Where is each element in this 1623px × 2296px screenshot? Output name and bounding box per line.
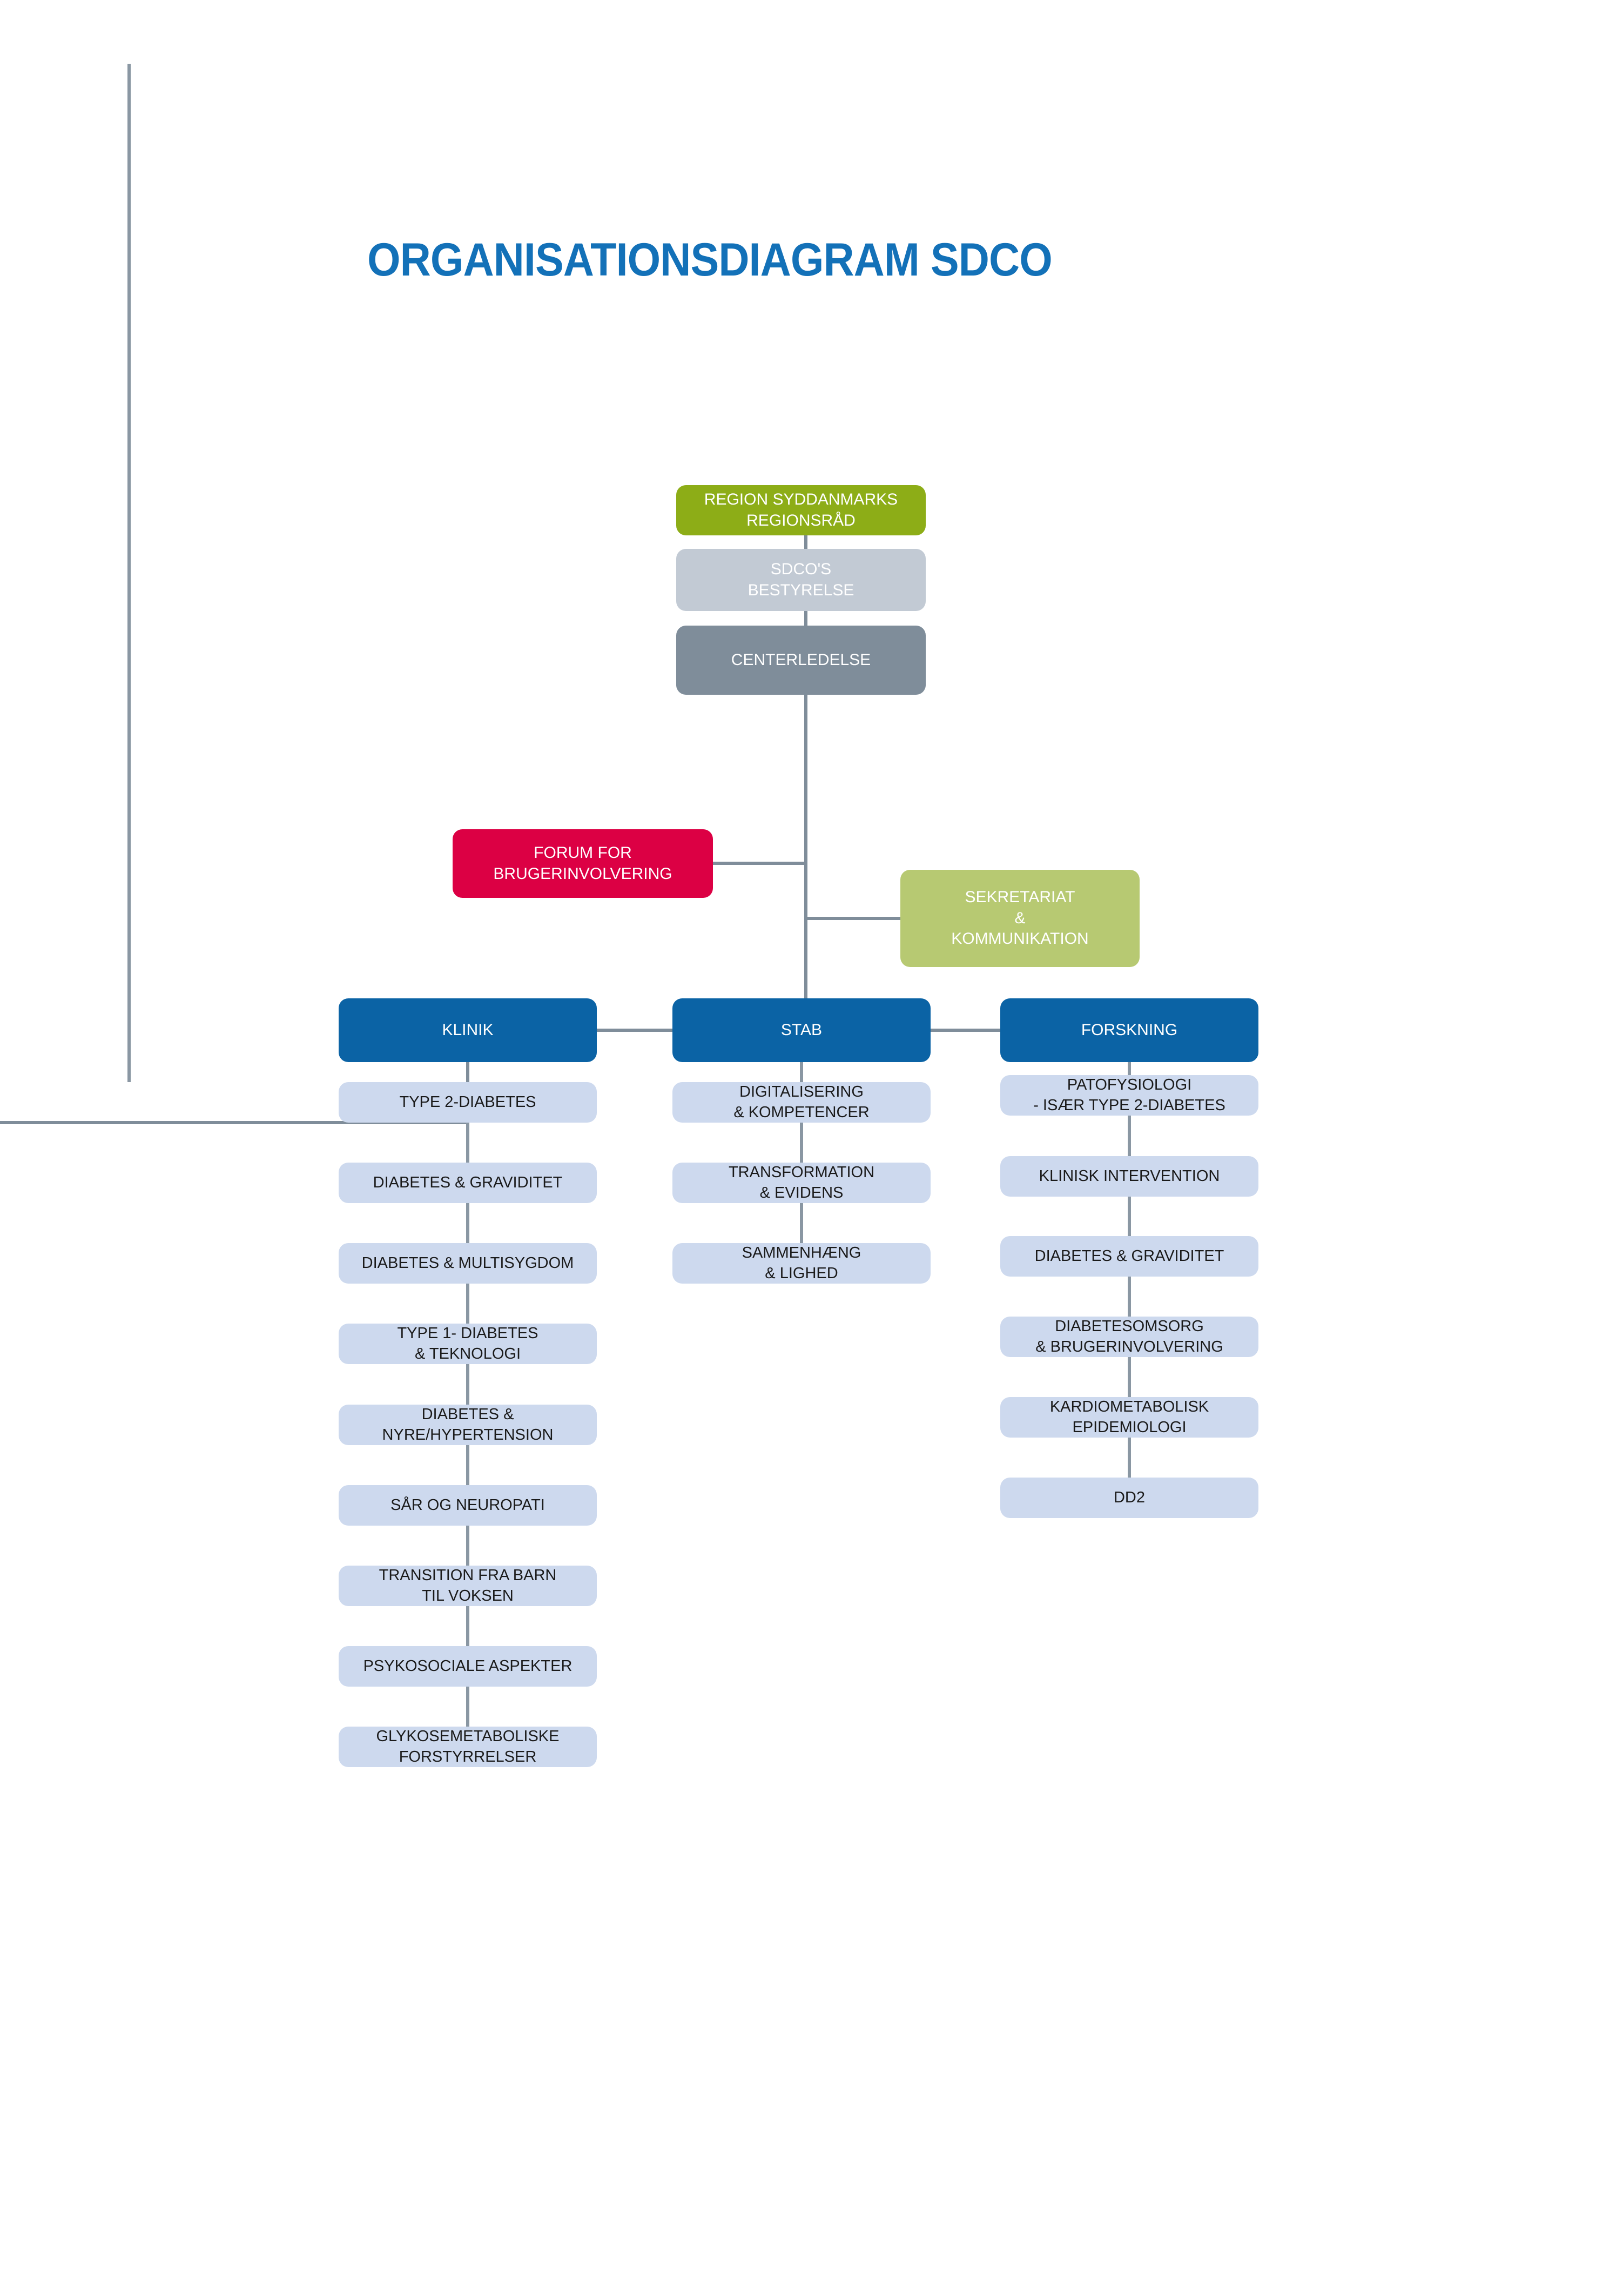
column-klinik: KLINIK xyxy=(339,998,597,1062)
klinik-item-8[interactable]: GLYKOSEMETABOLISKE FORSTYRRELSER xyxy=(339,1727,597,1767)
forskning-item-0[interactable]: PATOFYSIOLOGI - ISÆR TYPE 2-DIABETES xyxy=(1000,1075,1258,1116)
column-header-forskning[interactable]: FORSKNING xyxy=(1000,998,1258,1062)
node-sdco-bestyrelse[interactable]: SDCO'S BESTYRELSE xyxy=(676,549,926,611)
klinik-item-6[interactable]: TRANSITION FRA BARN TIL VOKSEN xyxy=(339,1566,597,1606)
forskning-item-4[interactable]: KARDIOMETABOLISK EPIDEMIOLOGI xyxy=(1000,1397,1258,1438)
column-header-klinik[interactable]: KLINIK xyxy=(339,998,597,1062)
stab-item-0[interactable]: DIGITALISERING & KOMPETENCER xyxy=(672,1082,931,1123)
node-forum-for-brugerinvolvering[interactable]: FORUM FOR BRUGERINVOLVERING xyxy=(453,829,713,898)
stab-item-2[interactable]: SAMMENHÆNG & LIGHED xyxy=(672,1243,931,1284)
klinik-item-0[interactable]: TYPE 2-DIABETES xyxy=(339,1082,597,1123)
klinik-item-5[interactable]: SÅR OG NEUROPATI xyxy=(339,1485,597,1526)
forskning-item-5[interactable]: DD2 xyxy=(1000,1478,1258,1518)
node-sekretariat-kommunikation[interactable]: SEKRETARIAT & KOMMUNIKATION xyxy=(900,870,1140,967)
stab-item-1[interactable]: TRANSFORMATION & EVIDENS xyxy=(672,1163,931,1203)
column-header-stab[interactable]: STAB xyxy=(672,998,931,1062)
forskning-item-3[interactable]: DIABETESOMSORG & BRUGERINVOLVERING xyxy=(1000,1317,1258,1357)
klinik-item-7[interactable]: PSYKOSOCIALE ASPEKTER xyxy=(339,1646,597,1687)
node-regionsraad[interactable]: REGION SYDDANMARKS REGIONSRÅD xyxy=(676,485,926,535)
node-centerledelse[interactable]: CENTERLEDELSE xyxy=(676,626,926,695)
klinik-item-4[interactable]: DIABETES & NYRE/HYPERTENSION xyxy=(339,1405,597,1445)
klinik-item-1[interactable]: DIABETES & GRAVIDITET xyxy=(339,1163,597,1203)
forskning-item-1[interactable]: KLINISK INTERVENTION xyxy=(1000,1156,1258,1197)
forskning-item-2[interactable]: DIABETES & GRAVIDITET xyxy=(1000,1236,1258,1277)
page-title: ORGANISATIONSDIAGRAM SDCO xyxy=(367,234,1053,286)
klinik-item-3[interactable]: TYPE 1- DIABETES & TEKNOLOGI xyxy=(339,1324,597,1364)
klinik-item-2[interactable]: DIABETES & MULTISYGDOM xyxy=(339,1243,597,1284)
